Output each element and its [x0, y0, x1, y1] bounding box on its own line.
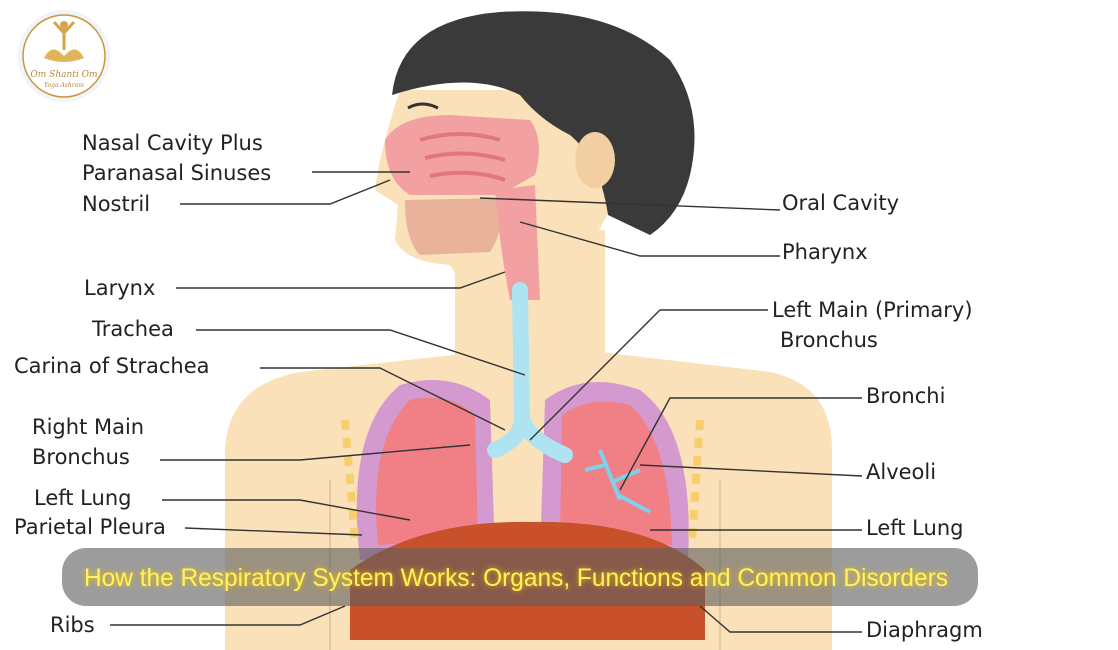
ear	[575, 132, 615, 188]
ribs-left	[341, 419, 359, 541]
logo-text: Om Shanti Om	[30, 70, 97, 80]
label-left-lung-right: Left Lung	[866, 516, 963, 540]
label-parietal-pleura: Parietal Pleura	[14, 515, 166, 539]
eyebrow	[407, 102, 439, 110]
logo: Om Shanti Om Yoga Ashram	[18, 10, 110, 102]
label-left-main-2: Bronchus	[780, 328, 878, 352]
caption-title: How the Respiratory System Works: Organs…	[84, 564, 948, 592]
label-oral-cavity: Oral Cavity	[782, 191, 899, 215]
label-bronchi: Bronchi	[866, 384, 945, 408]
bronchi-tree	[584, 449, 651, 514]
yoga-figure-icon	[60, 21, 68, 29]
nasal-conchae	[419, 132, 506, 182]
oral-cavity	[405, 198, 502, 255]
leader-lines	[110, 171, 863, 633]
label-nostril: Nostril	[82, 192, 150, 216]
caption-banner	[62, 548, 978, 606]
label-ribs: Ribs	[50, 613, 95, 637]
trachea	[487, 282, 573, 463]
label-pharynx: Pharynx	[782, 240, 868, 264]
logo-subtext: Yoga Ashram	[44, 82, 84, 89]
label-nasal-cavity-2: Paranasal Sinuses	[82, 161, 271, 185]
label-right-main-1: Right Main	[32, 415, 144, 439]
lotus-icon	[44, 49, 84, 62]
label-trachea: Trachea	[91, 317, 174, 341]
label-nasal-cavity-1: Nasal Cavity Plus	[82, 131, 263, 155]
label-carina: Carina of Strachea	[14, 354, 209, 378]
right-lung	[376, 397, 478, 545]
label-left-main-1: Left Main (Primary)	[772, 298, 973, 322]
hair	[392, 11, 695, 236]
label-left-lung-left: Left Lung	[34, 486, 131, 510]
label-larynx: Larynx	[84, 276, 155, 300]
label-right-main-2: Bronchus	[32, 445, 130, 469]
label-diaphragm: Diaphragm	[866, 618, 983, 642]
pharynx	[495, 185, 540, 300]
label-alveoli: Alveoli	[866, 460, 936, 484]
ribs-right	[688, 419, 704, 541]
